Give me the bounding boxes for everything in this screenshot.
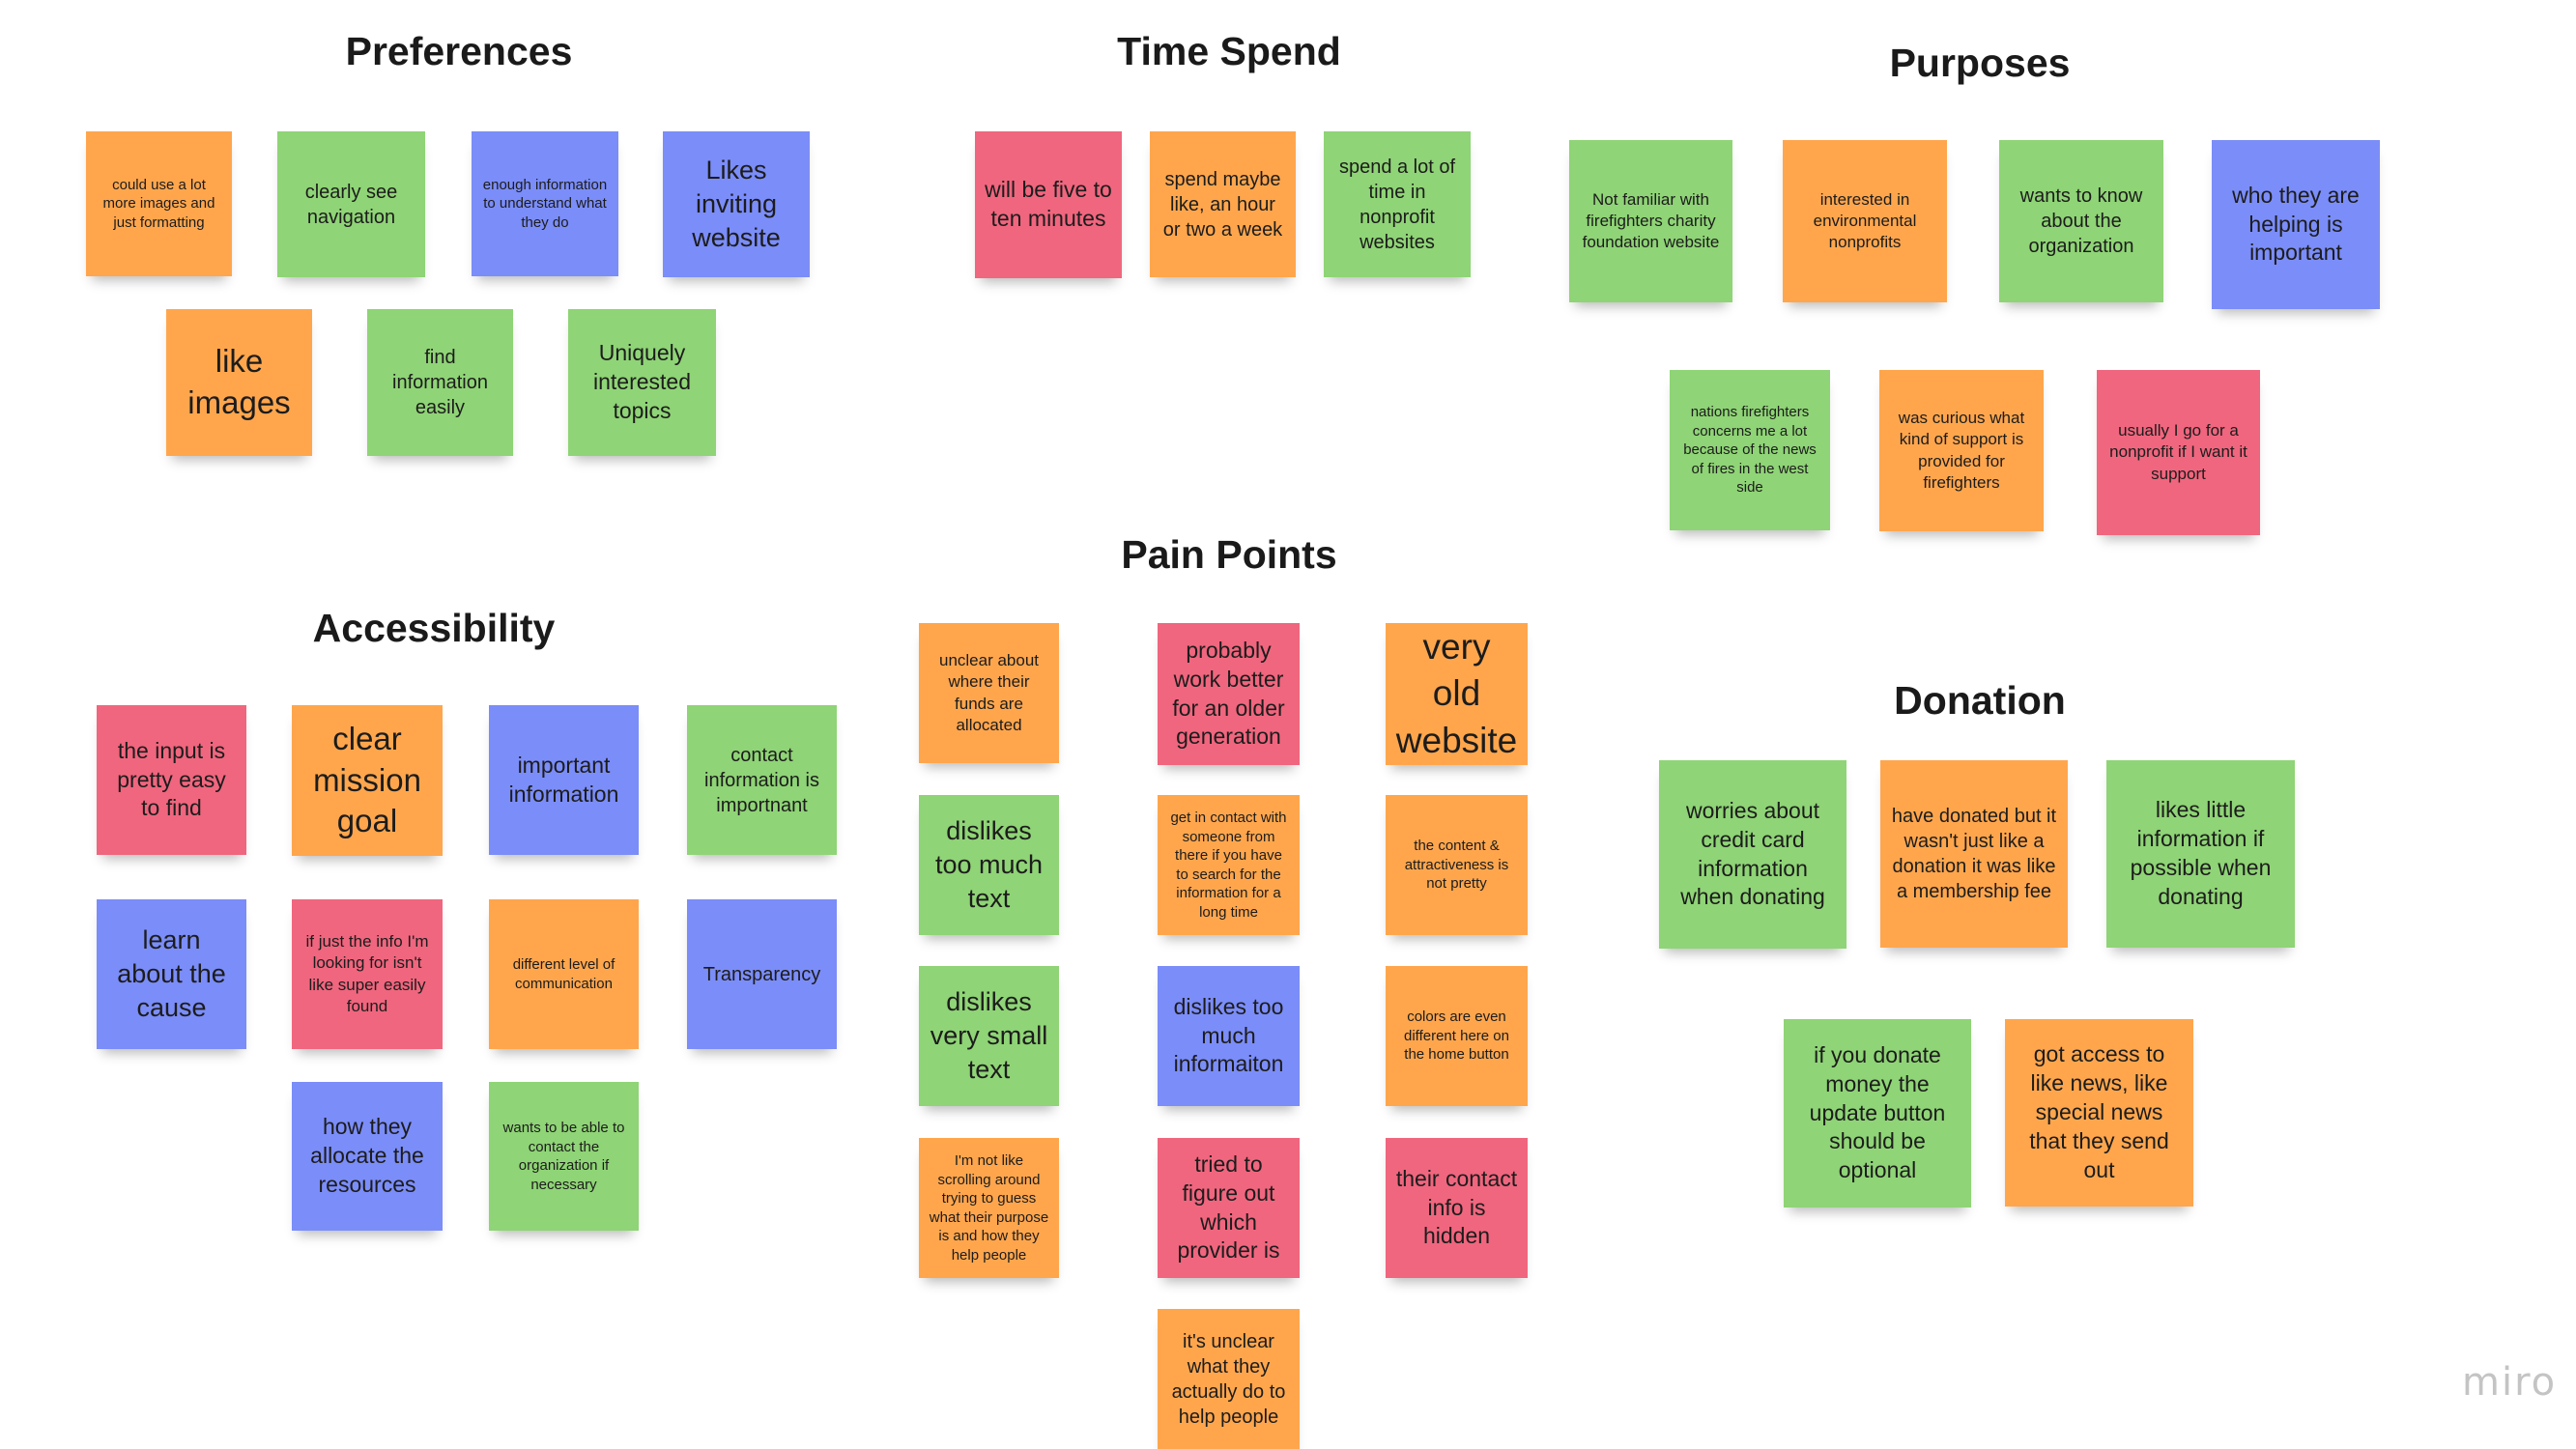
sticky-note-text: clear mission goal <box>313 720 421 839</box>
sticky-note[interactable]: Transparency <box>687 899 837 1049</box>
sticky-note-text: find information easily <box>392 347 488 418</box>
sticky-note[interactable]: was curious what kind of support is prov… <box>1879 370 2044 531</box>
sticky-note-text: contact information is importnant <box>704 744 819 816</box>
sticky-note[interactable]: Not familiar with firefighters charity f… <box>1569 140 1732 302</box>
sticky-note-text: dislikes very small text <box>930 986 1048 1085</box>
sticky-note[interactable]: dislikes too much text <box>919 795 1059 935</box>
sticky-note[interactable]: important information <box>489 705 639 855</box>
sticky-note[interactable]: get in contact with someone from there i… <box>1158 795 1300 935</box>
sticky-note-text: Likes inviting website <box>692 155 781 253</box>
sticky-note-text: have donated but it wasn't just like a d… <box>1891 806 2057 902</box>
sticky-note-text: worries about credit card information wh… <box>1680 797 1825 910</box>
section-title-purposes: Purposes <box>1889 41 2071 85</box>
sticky-note[interactable]: Uniquely interested topics <box>568 309 716 456</box>
sticky-note[interactable]: find information easily <box>367 309 513 456</box>
miro-logo: miro <box>2462 1360 2558 1405</box>
sticky-note-text: clearly see navigation <box>304 181 398 228</box>
sticky-note-text: get in contact with someone from there i… <box>1170 810 1287 921</box>
sticky-note[interactable]: probably work better for an older genera… <box>1158 623 1300 765</box>
sticky-note[interactable]: who they are helping is important <box>2212 140 2380 309</box>
sticky-note-text: their contact info is hidden <box>1395 1165 1518 1249</box>
sticky-note-text: enough information to understand what th… <box>482 176 608 231</box>
sticky-note[interactable]: if just the info I'm looking for isn't l… <box>292 899 443 1049</box>
sticky-note-text: dislikes too much informaiton <box>1173 993 1284 1077</box>
section-title-accessibility: Accessibility <box>312 606 556 650</box>
sticky-note[interactable]: got access to like news, like special ne… <box>2005 1019 2193 1207</box>
sticky-note[interactable]: spend a lot of time in nonprofit website… <box>1324 131 1471 277</box>
sticky-note[interactable]: very old website <box>1386 623 1528 765</box>
sticky-note[interactable]: have donated but it wasn't just like a d… <box>1880 760 2068 948</box>
sticky-note-text: learn about the cause <box>117 924 226 1023</box>
sticky-note[interactable]: I'm not like scrolling around trying to … <box>919 1138 1059 1278</box>
sticky-note-text: the content & attractiveness is not pret… <box>1404 838 1509 893</box>
sticky-note-text: dislikes too much text <box>934 815 1044 914</box>
sticky-note[interactable]: will be five to ten minutes <box>975 131 1122 278</box>
sticky-note-text: will be five to ten minutes <box>985 177 1112 231</box>
sticky-note-text: wants to know about the organization <box>2019 185 2143 257</box>
sticky-note-text: like images <box>187 343 291 420</box>
sticky-note-text: spend maybe like, an hour or two a week <box>1162 168 1283 241</box>
sticky-note[interactable]: likes little information if possible whe… <box>2106 760 2295 948</box>
sticky-note[interactable]: clear mission goal <box>292 705 443 856</box>
sticky-note[interactable]: usually I go for a nonprofit if I want i… <box>2097 370 2260 535</box>
sticky-note[interactable]: worries about credit card information wh… <box>1659 760 1846 949</box>
sticky-note-text: very old website <box>1395 627 1518 760</box>
sticky-note[interactable]: learn about the cause <box>97 899 246 1049</box>
sticky-note[interactable]: contact information is importnant <box>687 705 837 855</box>
sticky-note-text: probably work better for an older genera… <box>1172 637 1285 750</box>
sticky-note[interactable]: interested in environmental nonprofits <box>1783 140 1947 302</box>
sticky-note[interactable]: could use a lot more images and just for… <box>86 131 232 276</box>
sticky-note-text: I'm not like scrolling around trying to … <box>929 1152 1049 1264</box>
sticky-note[interactable]: their contact info is hidden <box>1386 1138 1528 1278</box>
sticky-note-text: nations firefighters concerns me a lot b… <box>1683 404 1817 497</box>
sticky-note-text: Transparency <box>702 963 821 985</box>
sticky-note-text: different level of communication <box>512 956 615 992</box>
sticky-note-text: wants to be able to contact the organiza… <box>502 1120 625 1193</box>
sticky-note[interactable]: enough information to understand what th… <box>472 131 618 276</box>
sticky-note[interactable]: spend maybe like, an hour or two a week <box>1150 131 1296 277</box>
sticky-note[interactable]: wants to be able to contact the organiza… <box>489 1082 639 1231</box>
sticky-note-text: it's unclear what they actually do to he… <box>1171 1330 1286 1428</box>
sticky-note-text: unclear about where their funds are allo… <box>938 651 1040 734</box>
section-title-preferences: Preferences <box>345 29 573 73</box>
sticky-note-text: interested in environmental nonprofits <box>1813 189 1917 252</box>
section-title-pain-points: Pain Points <box>1121 532 1337 577</box>
sticky-note-text: spend a lot of time in nonprofit website… <box>1338 156 1456 253</box>
sticky-note[interactable]: tried to figure out which provider is <box>1158 1138 1300 1278</box>
sticky-note[interactable]: different level of communication <box>489 899 639 1049</box>
sticky-note-text: who they are helping is important <box>2232 182 2360 266</box>
section-title-time-spend: Time Spend <box>1117 29 1341 73</box>
sticky-note[interactable]: the content & attractiveness is not pret… <box>1386 795 1528 935</box>
sticky-note-text: tried to figure out which provider is <box>1177 1151 1280 1264</box>
sticky-note-text: important information <box>508 752 619 807</box>
sticky-note[interactable]: nations firefighters concerns me a lot b… <box>1670 370 1830 530</box>
sticky-note[interactable]: like images <box>166 309 312 456</box>
sticky-note-text: Not familiar with firefighters charity f… <box>1582 189 1720 252</box>
sticky-note[interactable]: Likes inviting website <box>663 131 810 277</box>
sticky-note[interactable]: dislikes very small text <box>919 966 1059 1106</box>
sticky-note[interactable]: the input is pretty easy to find <box>97 705 246 855</box>
sticky-note[interactable]: if you donate money the update button sh… <box>1784 1019 1971 1208</box>
sticky-note-text: was curious what kind of support is prov… <box>1898 409 2025 492</box>
sticky-note-text: the input is pretty easy to find <box>117 737 226 821</box>
sticky-note-text: if just the info I'm looking for isn't l… <box>305 932 429 1015</box>
sticky-note-text: could use a lot more images and just for… <box>102 176 215 231</box>
sticky-note[interactable]: how they allocate the resources <box>292 1082 443 1231</box>
sticky-note[interactable]: dislikes too much informaiton <box>1158 966 1300 1106</box>
sticky-note-text: colors are even different here on the ho… <box>1404 1009 1509 1064</box>
sticky-note[interactable]: wants to know about the organization <box>1999 140 2163 302</box>
sticky-note-text: got access to like news, like special ne… <box>2029 1041 2169 1182</box>
sticky-note[interactable]: clearly see navigation <box>277 131 425 277</box>
sticky-note-text: likes little information if possible whe… <box>2130 797 2272 909</box>
sticky-note-text: if you donate money the update button sh… <box>1809 1041 1946 1183</box>
sticky-note[interactable]: unclear about where their funds are allo… <box>919 623 1059 763</box>
sticky-note-text: how they allocate the resources <box>310 1114 424 1197</box>
sticky-note-text: Uniquely interested topics <box>592 340 691 423</box>
sticky-note[interactable]: it's unclear what they actually do to he… <box>1158 1309 1300 1449</box>
sticky-note-text: usually I go for a nonprofit if I want i… <box>2109 421 2247 483</box>
section-title-donation: Donation <box>1894 678 2066 723</box>
sticky-note[interactable]: colors are even different here on the ho… <box>1386 966 1528 1106</box>
